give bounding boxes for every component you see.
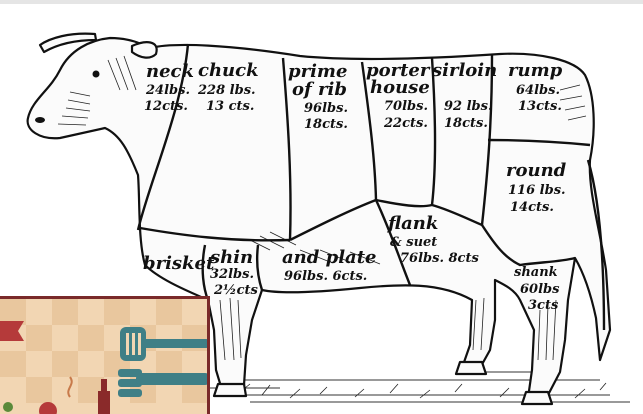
cut-name-shin: shin [209, 247, 253, 268]
cut-value-sirloin-1: 92 lbs. [444, 99, 493, 114]
cut-name-flank: flank [386, 213, 438, 234]
cut-value-flank-1: 76lbs. 8cts [400, 251, 479, 266]
cut-value-neck-2: 12cts. [144, 99, 188, 114]
cow-eye [93, 71, 100, 78]
cut-name2-porterhouse: house [370, 77, 430, 98]
cut-value-round-1: 116 lbs. [508, 183, 566, 198]
cut-value-shin-2: 2½cts [213, 283, 259, 298]
cut-name-brisket: brisket [143, 253, 215, 274]
cut-name-round: round [506, 160, 567, 181]
cut-value-shank-1: 60lbs [520, 282, 560, 297]
cut-value-plate-1: 96lbs. 6cts. [284, 269, 367, 284]
cut-value-round-2: 14cts. [510, 200, 554, 215]
cut-name2-flank: & suet [390, 235, 437, 250]
cut-name-shank: shank [514, 265, 558, 280]
cow-ear [132, 42, 157, 57]
cut-name2-prime-rib: of rib [292, 79, 347, 100]
cut-value-sirloin-2: 18cts. [444, 116, 488, 131]
hooves [214, 362, 552, 404]
cut-name-chuck: chuck [198, 60, 259, 81]
cow-nostril [35, 117, 45, 123]
cut-value-rump-2: 13cts. [518, 99, 562, 114]
herb-icon [3, 402, 13, 412]
cut-name-sirloin: sirloin [431, 60, 497, 81]
cut-value-prime-rib-1: 96lbs. [304, 101, 348, 116]
cut-name-neck: neck [146, 61, 194, 82]
thumbnail-illustration [0, 299, 210, 414]
cut-value-chuck-2: 13 cts. [206, 99, 254, 114]
cut-value-prime-rib-2: 18cts. [304, 117, 348, 132]
cut-name-plate: and plate [282, 247, 376, 268]
cut-value-shin-1: 32lbs. [210, 267, 254, 282]
top-edge-shadow [0, 0, 643, 4]
cut-value-neck-1: 24lbs. [145, 83, 190, 98]
cut-value-porterhouse-2: 22cts. [383, 116, 428, 131]
cut-name-rump: rump [508, 60, 563, 81]
ground-hatching [205, 372, 630, 402]
cut-value-chuck-1: 228 lbs. [197, 83, 256, 98]
cut-value-rump-1: 64lbs. [516, 83, 560, 98]
cut-value-porterhouse-1: 70lbs. [384, 99, 428, 114]
cut-value-shank-2: 3cts [528, 298, 559, 313]
thumbnail-overlay[interactable] [0, 296, 210, 414]
